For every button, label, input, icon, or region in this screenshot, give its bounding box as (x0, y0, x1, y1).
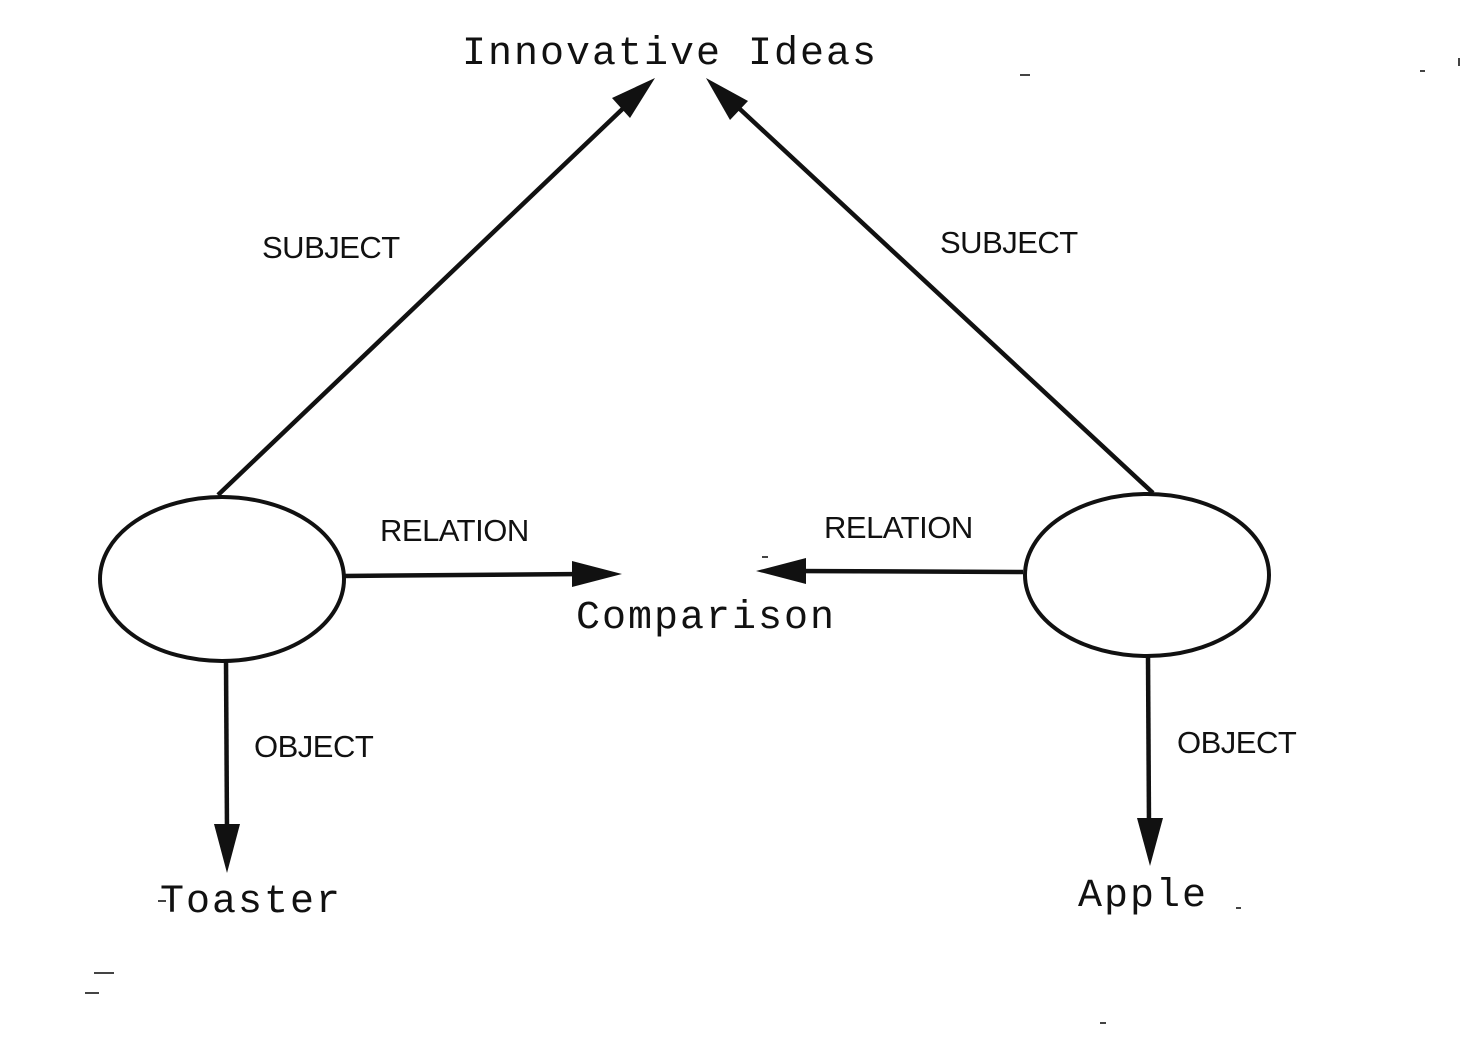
right-subject-label: SUBJECT (940, 225, 1078, 260)
right-concept-node (1023, 492, 1271, 658)
left-subject-label: SUBJECT (262, 230, 400, 265)
node-apple: Apple (1078, 874, 1208, 919)
node-toaster: Toaster (160, 880, 342, 925)
right-relation-edge (756, 558, 1024, 584)
right-object-edge (1137, 655, 1163, 866)
right-object-arrowhead (1137, 818, 1163, 866)
node-innovative-ideas: Innovative Ideas (462, 32, 878, 77)
left-object-label: OBJECT (254, 729, 374, 764)
right-object-label: OBJECT (1177, 725, 1297, 760)
left-relation-edge (342, 561, 622, 587)
right-subject-arrowhead (706, 78, 748, 120)
left-subject-edge (216, 78, 655, 497)
left-concept-node (98, 495, 346, 663)
left-subject-arrowhead (612, 78, 655, 118)
right-subject-edge (706, 78, 1155, 495)
left-object-edge (214, 660, 240, 873)
left-relation-label: RELATION (380, 513, 529, 548)
node-comparison: Comparison (576, 596, 836, 641)
right-relation-label: RELATION (824, 510, 973, 545)
left-relation-arrowhead (572, 561, 622, 587)
scan-specks (85, 58, 1460, 1024)
left-object-arrowhead (214, 824, 240, 873)
right-relation-arrowhead (756, 558, 806, 584)
